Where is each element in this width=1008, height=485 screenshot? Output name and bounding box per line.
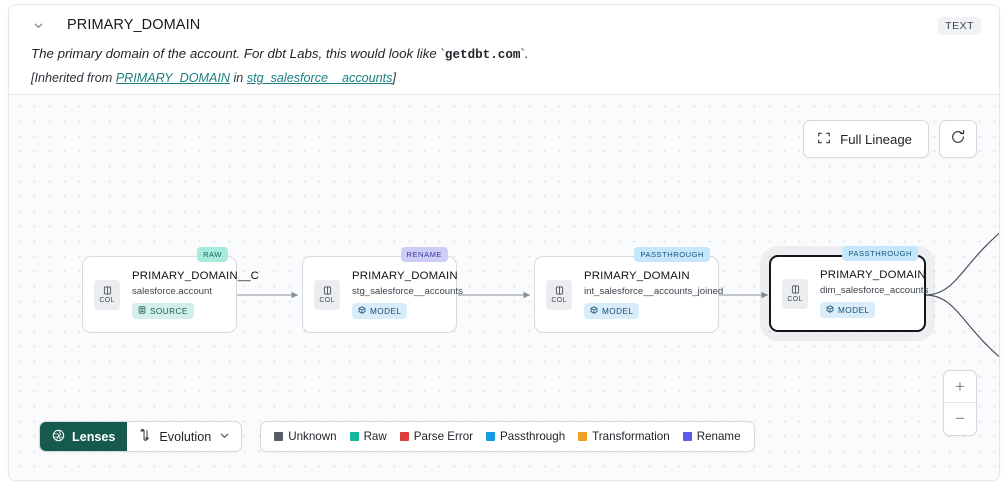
legend-item: Raw [349, 430, 387, 443]
zoom-out-button[interactable]: − [955, 409, 965, 428]
lineage-canvas[interactable]: Full Lineage + − RAW COL PRIMARY_DOMAIN_… [9, 94, 999, 480]
expand-icon [817, 131, 831, 148]
node-column-name: PRIMARY_DOMAIN [584, 270, 690, 282]
description-prefix: The primary domain of the account. For d… [31, 46, 445, 61]
panel-header: PRIMARY_DOMAIN TEXT The primary domain o… [9, 5, 999, 96]
legend-swatch [349, 432, 359, 441]
inherited-column-link[interactable]: PRIMARY_DOMAIN [115, 71, 230, 86]
zoom-controls: + − [943, 370, 977, 436]
node-tag: RENAME [400, 247, 448, 262]
legend-label: Raw [363, 430, 387, 443]
status-badge: TEXT [938, 17, 981, 35]
inherited-suffix: ] [392, 71, 396, 86]
node-table-name: dim_salesforce_accounts [820, 285, 929, 296]
description-code: getdbt.com [444, 48, 521, 62]
column-icon: COL [314, 279, 340, 310]
page-title: PRIMARY_DOMAIN [67, 17, 201, 33]
node-tag: PASSTHROUGH [634, 247, 710, 262]
lineage-node-0[interactable]: RAW COL PRIMARY_DOMAIN__C salesforce.acc… [82, 247, 259, 333]
lenses-label: Lenses [72, 429, 116, 444]
node-kind-label: MODEL [370, 306, 402, 316]
inherited-from-note: [Inherited from PRIMARY_DOMAIN in stg_sa… [31, 71, 981, 85]
inherited-mid: in [230, 71, 247, 86]
lenses-segmented-control: Lenses Evolution [39, 421, 243, 452]
chevron-down-icon [219, 430, 230, 444]
node-kind-badge: MODEL [820, 302, 876, 318]
node-tag: RAW [197, 247, 228, 262]
inherited-prefix: [Inherited from [31, 71, 116, 86]
description-suffix: `. [520, 46, 529, 61]
legend-label: Rename [696, 430, 741, 443]
legend-label: Unknown [288, 430, 337, 443]
node-column-name: PRIMARY_DOMAIN [352, 270, 458, 282]
column-icon: COL [94, 279, 120, 310]
node-table-name: salesforce.account [132, 286, 212, 297]
lineage-node-3[interactable]: PASSTHROUGH COL PRIMARY_DOMAIN dim_sales… [769, 246, 929, 332]
node-tag: PASSTHROUGH [842, 246, 918, 261]
column-icon-label: COL [787, 296, 803, 303]
legend-swatch [274, 432, 284, 441]
column-icon: COL [782, 278, 808, 309]
legend-label: Passthrough [500, 430, 566, 443]
node-kind-label: MODEL [602, 306, 634, 316]
canvas-top-controls: Full Lineage [803, 120, 977, 158]
legend-item: Passthrough [486, 430, 565, 443]
chevron-down-icon[interactable] [31, 18, 45, 32]
node-kind-label: MODEL [838, 305, 870, 315]
node-table-name: stg_salesforce__accounts [352, 286, 463, 297]
column-description: The primary domain of the account. For d… [31, 44, 981, 64]
legend-label: Transformation [592, 430, 670, 443]
inherited-table-link[interactable]: stg_salesforce__accounts [246, 71, 393, 86]
column-lineage-panel: PRIMARY_DOMAIN TEXT The primary domain o… [8, 4, 1000, 481]
legend-swatch [399, 432, 409, 441]
lineage-node-1[interactable]: RENAME COL PRIMARY_DOMAIN stg_salesforce… [302, 247, 463, 333]
cube-icon [826, 305, 834, 315]
lineage-legend: Unknown Raw Parse Error Passthrough Tran… [260, 421, 755, 452]
column-icon-label: COL [99, 297, 115, 304]
lineage-node-2[interactable]: PASSTHROUGH COL PRIMARY_DOMAIN int_sales… [534, 247, 723, 333]
legend-item: Transformation [578, 430, 670, 443]
refresh-icon [950, 129, 966, 150]
refresh-button[interactable] [939, 120, 977, 158]
legend-swatch [486, 432, 496, 441]
lenses-button[interactable]: Lenses [40, 422, 128, 451]
zoom-in-button[interactable]: + [944, 371, 976, 403]
node-kind-badge: SOURCE [132, 303, 194, 319]
database-icon [138, 306, 146, 316]
column-icon-label: COL [319, 297, 335, 304]
node-column-name: PRIMARY_DOMAIN__C [132, 270, 260, 282]
legend-item: Parse Error [399, 430, 474, 443]
legend-item: Rename [682, 430, 741, 443]
node-kind-label: SOURCE [150, 306, 188, 316]
evolution-dropdown[interactable]: Evolution [127, 422, 241, 451]
aperture-icon [52, 429, 65, 445]
legend-label: Parse Error [413, 430, 474, 443]
legend-swatch [578, 432, 588, 441]
full-lineage-button[interactable]: Full Lineage [803, 120, 929, 158]
node-table-name: int_salesforce__accounts_joined [584, 286, 724, 297]
column-icon: COL [546, 279, 572, 310]
canvas-bottom-bar: Lenses Evolution Unknown [39, 421, 755, 452]
column-icon-label: COL [551, 297, 567, 304]
cube-icon [590, 306, 598, 316]
evolution-label: Evolution [159, 429, 212, 444]
full-lineage-label: Full Lineage [840, 131, 912, 147]
cube-icon [358, 306, 366, 316]
legend-item: Unknown [274, 430, 337, 443]
node-column-name: PRIMARY_DOMAIN [820, 269, 926, 281]
node-kind-badge: MODEL [352, 303, 408, 319]
evolution-icon [138, 428, 151, 445]
legend-swatch [682, 432, 692, 441]
node-kind-badge: MODEL [584, 303, 640, 319]
